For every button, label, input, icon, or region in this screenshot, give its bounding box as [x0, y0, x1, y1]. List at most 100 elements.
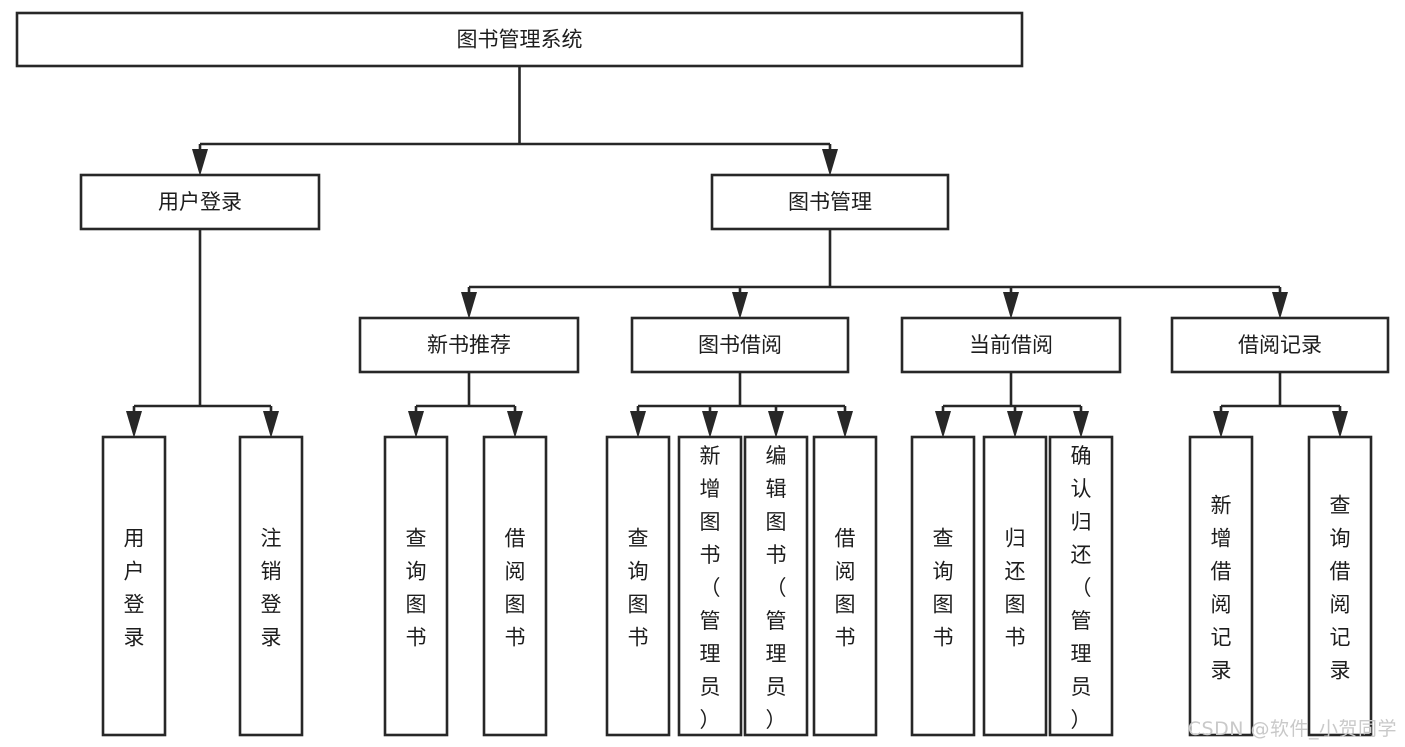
node-new-book-rec[interactable]: 新书推荐: [358, 316, 580, 374]
node-label-char: 录: [261, 626, 282, 650]
node-label-char: 新: [1211, 494, 1232, 518]
arrow-head-leaf-logout: [263, 411, 279, 438]
node-label-book-manage: 图书管理: [788, 190, 872, 214]
node-label-char: 登: [261, 593, 282, 617]
node-label-char: 录: [124, 626, 145, 650]
node-label-char: 归: [1005, 527, 1026, 551]
node-label-char: 员: [1071, 675, 1092, 699]
node-label-char: 书: [700, 543, 721, 567]
arrow-head-leaf-return-book: [1007, 411, 1023, 438]
node-label-char: 注: [261, 527, 282, 551]
node-label-char: 员: [766, 675, 787, 699]
edges-layer: [126, 66, 1348, 438]
node-book-borrow[interactable]: 图书借阅: [630, 316, 850, 374]
node-label-char: 还: [1071, 543, 1092, 567]
node-book-manage[interactable]: 图书管理: [710, 173, 950, 231]
node-label-char: 确: [1071, 444, 1092, 468]
node-label-char: 图: [835, 593, 856, 617]
node-label-char: 户: [124, 560, 145, 584]
node-box-leaf-confirm-return: [1048, 435, 1114, 737]
node-label-char: 借: [1330, 560, 1351, 584]
node-label-char: 书: [505, 626, 526, 650]
node-label-char: 查: [933, 527, 954, 551]
node-label-char: 增: [700, 477, 721, 501]
node-box-book-borrow: [630, 316, 850, 374]
node-label-char: 书: [1005, 626, 1026, 650]
arrow-head-leaf-add-record: [1213, 411, 1229, 438]
arrow-head-leaf-add-book: [702, 411, 718, 438]
node-label-char: 询: [1330, 527, 1351, 551]
node-label-char: （: [700, 576, 721, 600]
node-box-leaf-return-book: [982, 435, 1048, 737]
node-label-char: 图: [406, 593, 427, 617]
arrow-head-new-book-rec: [461, 292, 477, 319]
node-label-char: ）: [1071, 708, 1092, 732]
node-label-char: 增: [1211, 527, 1232, 551]
node-label-char: 辑: [766, 477, 787, 501]
node-box-user-login: [79, 173, 321, 231]
node-label-char: 阅: [505, 560, 526, 584]
node-user-login[interactable]: 用户登录: [79, 173, 321, 231]
node-label-char: 查: [1330, 494, 1351, 518]
node-label-new-book-rec: 新书推荐: [427, 333, 511, 357]
node-leaf-user-login[interactable]: 用户登录: [101, 435, 167, 737]
node-box-leaf-borrow-book-1: [482, 435, 548, 737]
node-box-leaf-query-record: [1307, 435, 1373, 737]
node-root[interactable]: 图书管理系统: [15, 11, 1024, 68]
arrow-head-leaf-user-login: [126, 411, 142, 438]
node-box-leaf-query-book-3: [910, 435, 976, 737]
node-label-char: 编: [766, 444, 787, 468]
node-label-char: 记: [1211, 626, 1232, 650]
node-borrow-record[interactable]: 借阅记录: [1170, 316, 1390, 374]
arrow-head-leaf-confirm-return: [1073, 411, 1089, 438]
node-label-char: 归: [1071, 510, 1092, 534]
node-label-char: （: [1071, 576, 1092, 600]
node-box-root: [15, 11, 1024, 68]
node-label-char: 借: [835, 527, 856, 551]
node-label-char: 图: [1005, 593, 1026, 617]
node-box-book-manage: [710, 173, 950, 231]
node-label-char: 员: [700, 675, 721, 699]
arrow-head-leaf-borrow-book-2: [837, 411, 853, 438]
node-label-char: （: [766, 576, 787, 600]
node-box-leaf-add-book: [677, 435, 743, 737]
node-box-leaf-add-record: [1188, 435, 1254, 737]
node-label-char: ）: [700, 708, 721, 732]
node-box-leaf-logout: [238, 435, 304, 737]
arrow-head-leaf-query-record: [1332, 411, 1348, 438]
node-label-char: 还: [1005, 560, 1026, 584]
node-label-char: 阅: [1330, 593, 1351, 617]
node-label-char: 书: [835, 626, 856, 650]
arrow-head-borrow-record: [1272, 292, 1288, 319]
node-label-char: 书: [766, 543, 787, 567]
node-label-borrow-record: 借阅记录: [1238, 333, 1322, 357]
node-box-borrow-record: [1170, 316, 1390, 374]
node-label-char: 理: [700, 642, 721, 666]
node-label-char: ）: [766, 708, 787, 732]
arrow-head-current-borrow: [1003, 292, 1019, 319]
node-label-char: 图: [766, 510, 787, 534]
node-label-char: 录: [1330, 659, 1351, 683]
node-current-borrow[interactable]: 当前借阅: [900, 316, 1122, 374]
node-box-leaf-user-login: [101, 435, 167, 737]
node-label-char: 书: [933, 626, 954, 650]
node-label-char: 阅: [1211, 593, 1232, 617]
node-label-char: 认: [1071, 477, 1092, 501]
node-label-user-login: 用户登录: [158, 190, 242, 214]
node-label-char: 录: [1211, 659, 1232, 683]
node-label-current-borrow: 当前借阅: [969, 333, 1053, 357]
node-label-char: 询: [628, 560, 649, 584]
